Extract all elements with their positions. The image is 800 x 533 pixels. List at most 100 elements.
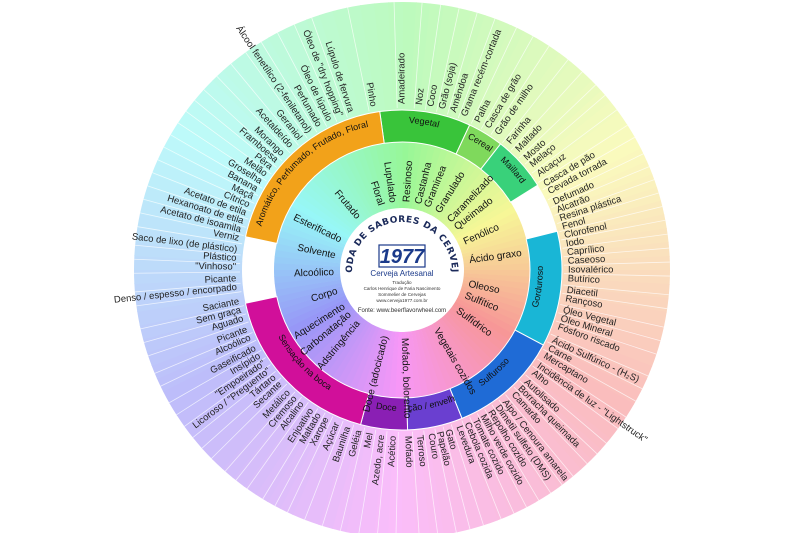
middle-sector (282, 217, 346, 248)
outer-separator (140, 212, 244, 236)
outer-sector (360, 3, 386, 112)
middle-sector (278, 285, 344, 310)
outer-label: Noz (414, 87, 427, 105)
middle-sector (316, 170, 364, 224)
middle-sector (463, 263, 530, 271)
outer-separator (395, 431, 399, 533)
outer-sector (526, 101, 620, 177)
middle-sector (421, 148, 449, 213)
outer-sector (481, 404, 548, 503)
outer-separator (547, 341, 643, 390)
middle-sector (463, 273, 530, 284)
middle-sector (463, 270, 530, 278)
outer-sector (193, 370, 284, 450)
middle-sector (290, 300, 351, 340)
outer-sector (169, 123, 269, 190)
outer-sector (418, 428, 444, 533)
credit-line-3: Sommelier de Cervejas (378, 292, 426, 297)
outer-sector (535, 350, 635, 417)
outer-separator (274, 412, 326, 507)
middle-sector (459, 289, 524, 317)
outer-separator (563, 247, 670, 258)
outer-separator (563, 261, 670, 266)
outer-sector (553, 311, 661, 354)
outer-separator (518, 84, 597, 159)
middle-sector (381, 142, 396, 209)
outer-separator (194, 99, 277, 168)
outer-separator (476, 413, 527, 508)
outer-separator (538, 124, 628, 183)
outer-label: Coco (425, 84, 440, 108)
middle-sector (458, 292, 522, 323)
outer-sector (451, 15, 499, 121)
outer-label: Butírico (567, 273, 600, 286)
middle-sector (285, 211, 347, 245)
middle-sector (284, 295, 347, 329)
outer-separator (293, 24, 338, 122)
middle-sector (338, 155, 375, 217)
outer-separator (557, 192, 659, 224)
outer-sector (558, 295, 667, 327)
middle-sector (452, 303, 510, 346)
outer-separator (134, 282, 241, 293)
middle-sector (388, 331, 399, 398)
category-label: Doce (375, 401, 397, 413)
outer-label: Verniz (212, 228, 240, 244)
outer-sector (143, 186, 251, 229)
middle-sector (280, 288, 345, 316)
outer-separator (157, 159, 255, 204)
outer-separator (224, 391, 296, 472)
middle-sector (275, 279, 342, 297)
outer-sector (243, 399, 315, 495)
outer-separator (311, 17, 348, 118)
middle-sector (343, 325, 377, 387)
outer-sector (244, 44, 316, 141)
outer-separator (563, 273, 670, 277)
middle-label: Resinoso (401, 160, 415, 203)
middle-sector (298, 189, 354, 234)
middle-sector (381, 331, 396, 398)
middle-sector (432, 321, 472, 382)
middle-sector (408, 142, 423, 209)
outer-separator (216, 75, 291, 154)
outer-separator (203, 89, 283, 162)
outer-sector (496, 53, 572, 147)
middle-sector (326, 162, 369, 220)
outer-label: Couro (425, 433, 440, 460)
outer-sector (346, 5, 378, 114)
outer-sector (163, 135, 264, 198)
outer-sector (409, 429, 430, 533)
outer-sector (185, 100, 279, 176)
outer-separator (543, 348, 636, 402)
middle-sector (411, 143, 430, 210)
outer-separator (442, 426, 471, 530)
outer-separator (393, 2, 398, 109)
middle-sector (337, 323, 374, 385)
middle-sector (306, 311, 359, 361)
middle-sector (452, 194, 510, 237)
outer-sector (318, 421, 361, 529)
outer-sector (176, 356, 273, 428)
outer-sector (427, 5, 459, 114)
middle-sector (457, 211, 520, 245)
outer-separator (554, 179, 655, 216)
outer-separator (532, 365, 619, 429)
middle-sector (362, 146, 387, 212)
middle-sector (455, 298, 517, 335)
middle-sector (414, 329, 436, 396)
outer-sector (319, 10, 362, 118)
outer-sector (401, 429, 416, 533)
outer-separator (490, 45, 550, 135)
outer-separator (551, 166, 650, 208)
outer-separator (562, 292, 668, 310)
outer-separator (562, 233, 668, 249)
middle-sector (356, 148, 384, 213)
outer-separator (137, 226, 243, 245)
outer-separator (510, 71, 583, 151)
outer-label: Iodo (565, 236, 585, 250)
outer-separator (550, 333, 649, 377)
outer-sector (520, 370, 611, 451)
outer-sector (495, 394, 571, 488)
middle-sector (430, 155, 467, 217)
outer-separator (480, 36, 534, 129)
